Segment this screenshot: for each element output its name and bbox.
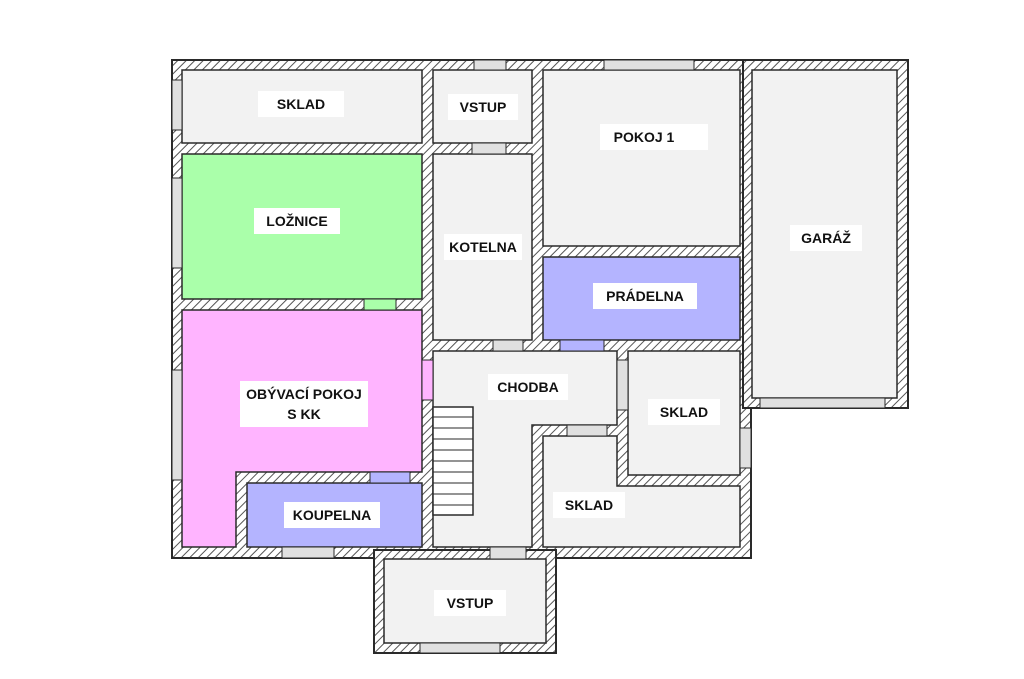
room-chodba xyxy=(432,350,618,548)
door-sklad-right xyxy=(616,359,629,411)
door-vstup-bottom xyxy=(489,546,527,560)
door-sklad-bottom xyxy=(566,424,608,437)
label-sklad-right: SKLAD xyxy=(660,404,708,420)
window-koupelna xyxy=(281,546,335,559)
room-sklad-bottom xyxy=(542,435,741,548)
door-loznice xyxy=(363,298,397,311)
window-sklad-top xyxy=(171,79,183,131)
label-chodba: CHODBA xyxy=(497,379,558,395)
door-vstup-kotelna xyxy=(471,142,507,155)
label-loznice: LOŽNICE xyxy=(266,212,327,229)
door-obyvaci xyxy=(421,359,434,401)
label-sklad-top: SKLAD xyxy=(277,96,325,112)
label-garaz: GARÁŽ xyxy=(801,229,851,246)
window-pokoj1 xyxy=(603,59,695,71)
label-sklad-bottom: SKLAD xyxy=(565,497,613,513)
staircase xyxy=(432,406,474,516)
door-pradelna xyxy=(559,339,605,352)
label-obyvaci-line1: OBÝVACÍ POKOJ xyxy=(246,385,362,402)
label-pradelna: PRÁDELNA xyxy=(606,288,684,304)
room-labels: SKLAD VSTUP POKOJ 1 GARÁŽ LOŽNICE KOTELN… xyxy=(240,91,862,616)
label-pokoj1: POKOJ 1 xyxy=(614,129,675,145)
door-koupelna xyxy=(369,471,411,484)
label-vstup-bottom: VSTUP xyxy=(447,595,494,611)
window-right-side xyxy=(739,427,752,469)
door-kotelna xyxy=(492,339,524,352)
window-obyvaci xyxy=(171,369,183,481)
room-obyvaci xyxy=(181,309,423,548)
label-kotelna: KOTELNA xyxy=(449,239,517,255)
openings xyxy=(171,59,886,654)
door-vstup-top xyxy=(473,59,507,71)
window-loznice xyxy=(171,177,183,269)
label-vstup-top: VSTUP xyxy=(460,99,507,115)
label-obyvaci-line2: S KK xyxy=(287,406,320,422)
window-vstup-bottom xyxy=(419,642,501,654)
label-koupelna: KOUPELNA xyxy=(293,507,372,523)
room-pokoj1 xyxy=(542,69,741,247)
window-garaz-bottom xyxy=(759,397,886,409)
